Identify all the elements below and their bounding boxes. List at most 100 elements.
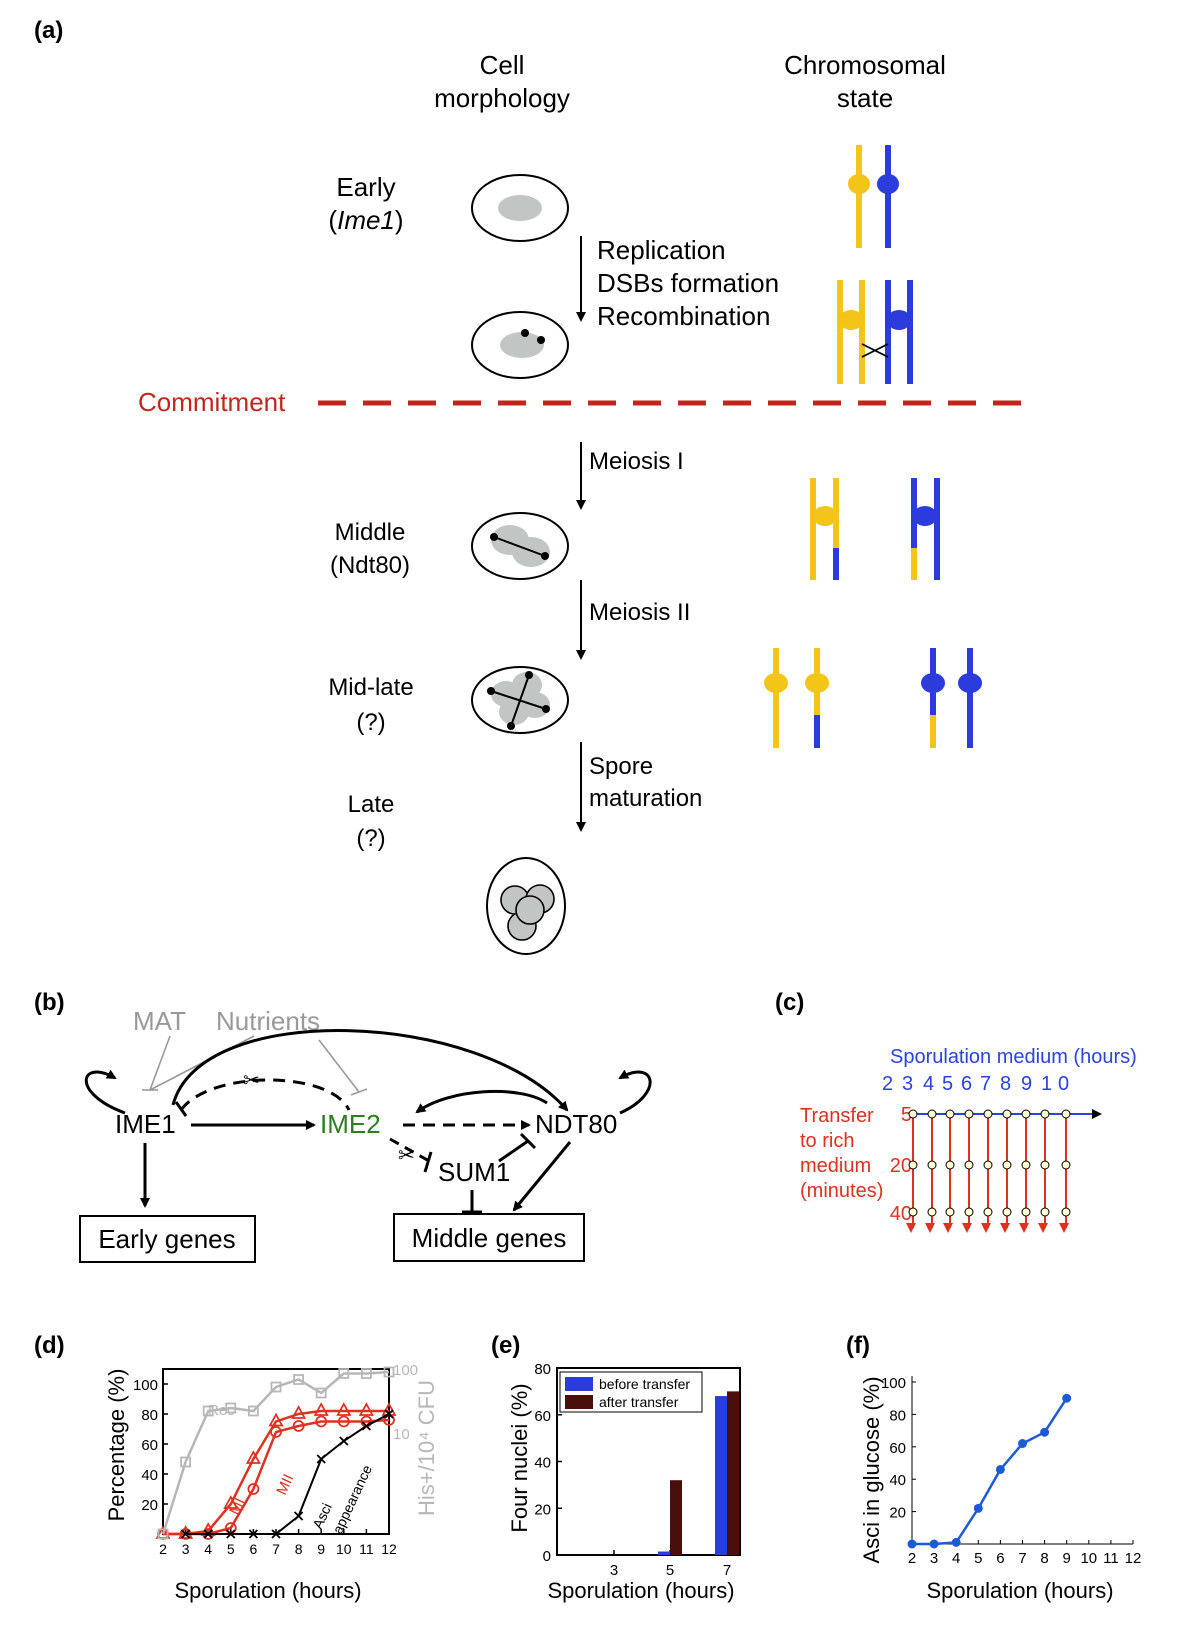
- sample-point: [964, 1160, 974, 1170]
- x-tick-label: 5: [666, 1562, 674, 1579]
- x-tick-label: 12: [381, 1541, 397, 1557]
- middle-nucleus-2: [512, 537, 550, 567]
- spindle: [493, 536, 546, 557]
- gene-ime1: IME1: [115, 1109, 176, 1139]
- sample-point: [1002, 1207, 1012, 1217]
- data-point: [245, 1450, 261, 1464]
- x-tick-label: 10: [1080, 1550, 1097, 1567]
- sample-point: [964, 1207, 974, 1217]
- spindle-pole-body: [490, 533, 498, 541]
- legend-swatch: [565, 1395, 593, 1409]
- data-point: [1062, 1393, 1072, 1403]
- step-meiosis-1: Meiosis I: [589, 448, 684, 475]
- x-tick-label: 7: [1018, 1550, 1026, 1567]
- y-tick-label: 80: [534, 1361, 551, 1378]
- ndt80-to-middle-genes: [512, 1141, 572, 1212]
- step-replication: Replication: [597, 235, 726, 265]
- hour-label: 2: [882, 1073, 893, 1095]
- sporulation-medium-title: Sporulation medium (hours): [890, 1046, 1137, 1068]
- gene-ndt80: NDT80: [535, 1109, 617, 1139]
- early-genes-label: Early genes: [98, 1224, 235, 1254]
- y-tick-label: 20: [534, 1501, 551, 1518]
- sample-point: [908, 1207, 918, 1217]
- data-point: [180, 1456, 192, 1468]
- transfer-grid: [906, 1109, 1102, 1233]
- x-tick-label: 9: [317, 1541, 325, 1557]
- stage-early-gene: (Ime1): [328, 205, 403, 235]
- bar: [715, 1396, 727, 1555]
- spores: [500, 884, 555, 941]
- early-nucleus: [498, 195, 542, 221]
- hour-label: 9: [1021, 1073, 1032, 1095]
- series-line: [161, 1370, 390, 1535]
- label-rec: Rec: [208, 1402, 235, 1419]
- stage-middle: Middle: [335, 519, 406, 546]
- d-y2label: His+/10⁴ CFU: [414, 1380, 439, 1516]
- hour-label: 6: [961, 1073, 972, 1095]
- data-point: [293, 1511, 304, 1521]
- step-spore-2: maturation: [589, 785, 702, 812]
- x-tick-label: 3: [930, 1550, 938, 1567]
- hour-label: 3: [902, 1073, 913, 1095]
- x-tick-label: 4: [204, 1541, 212, 1557]
- e-ylabel: Four nuclei (%): [507, 1383, 532, 1532]
- ndt80-to-ime2-curve: [415, 1089, 548, 1114]
- hour-label: 5: [942, 1073, 953, 1095]
- x-tick-label: 12: [1125, 1550, 1142, 1567]
- x-tick-label: 5: [227, 1541, 235, 1557]
- x-tick-label: 8: [295, 1541, 303, 1557]
- data-point: [384, 1409, 394, 1419]
- x-tick-label: 9: [1063, 1550, 1071, 1567]
- minute-20: 20: [890, 1155, 912, 1177]
- gene-ime2: IME2: [320, 1109, 381, 1139]
- bar: [658, 1551, 670, 1555]
- chromosomes-early: [848, 145, 899, 248]
- sample-point: [908, 1109, 918, 1119]
- step-spore-1: Spore: [589, 753, 653, 780]
- x-tick-label: 3: [610, 1562, 618, 1579]
- transfer-line-1: Transfer: [800, 1105, 874, 1127]
- hour-label: 1: [1041, 1073, 1052, 1095]
- inhibit-bar: [174, 1101, 188, 1117]
- sample-point: [945, 1160, 955, 1170]
- sample-point: [1061, 1207, 1071, 1217]
- data-point: [226, 1529, 236, 1539]
- d-ylabel: Percentage (%): [104, 1369, 129, 1522]
- spindle: [510, 674, 530, 727]
- panel-f-label: (f): [846, 1332, 870, 1359]
- ime2-cleaves-sum1: [389, 1137, 432, 1164]
- transfer-line-4: (minutes): [800, 1180, 883, 1202]
- series-line: [912, 1397, 1068, 1546]
- label-appearance: appearance: [329, 1462, 375, 1536]
- data-point: [951, 1537, 961, 1547]
- data-point: [1040, 1427, 1050, 1437]
- x-tick-label: 11: [359, 1541, 374, 1557]
- data-point: [973, 1503, 983, 1513]
- series-line: [185, 1413, 390, 1535]
- ime2-cleaves-ime1: [179, 1078, 351, 1111]
- sample-point: [1061, 1160, 1071, 1170]
- panel-b: (b) MAT Nutrients IME1 IME2 NDT80 SUM1 ✂: [34, 989, 652, 1263]
- data-point: [248, 1529, 259, 1539]
- spindle-pole-body: [537, 336, 545, 344]
- panel-d-label: (d): [34, 1332, 65, 1359]
- step-recombination: Recombination: [597, 301, 770, 331]
- data-point: [223, 1495, 239, 1509]
- panel-a-label: (a): [34, 17, 63, 44]
- x-tick-label: 11: [1103, 1550, 1119, 1567]
- x-tick-label: 7: [723, 1562, 731, 1579]
- data-point: [383, 1366, 395, 1378]
- data-point: [907, 1539, 917, 1549]
- sample-point: [1002, 1160, 1012, 1170]
- data-point: [337, 1415, 350, 1428]
- sample-point: [1040, 1207, 1050, 1217]
- series-line: [163, 1409, 389, 1536]
- step-dsbs: DSBs formation: [597, 268, 779, 298]
- bar: [670, 1480, 682, 1555]
- x-tick-label: 2: [908, 1550, 916, 1567]
- chromosomal-state-title-2: state: [837, 83, 893, 113]
- data-point: [292, 1420, 305, 1432]
